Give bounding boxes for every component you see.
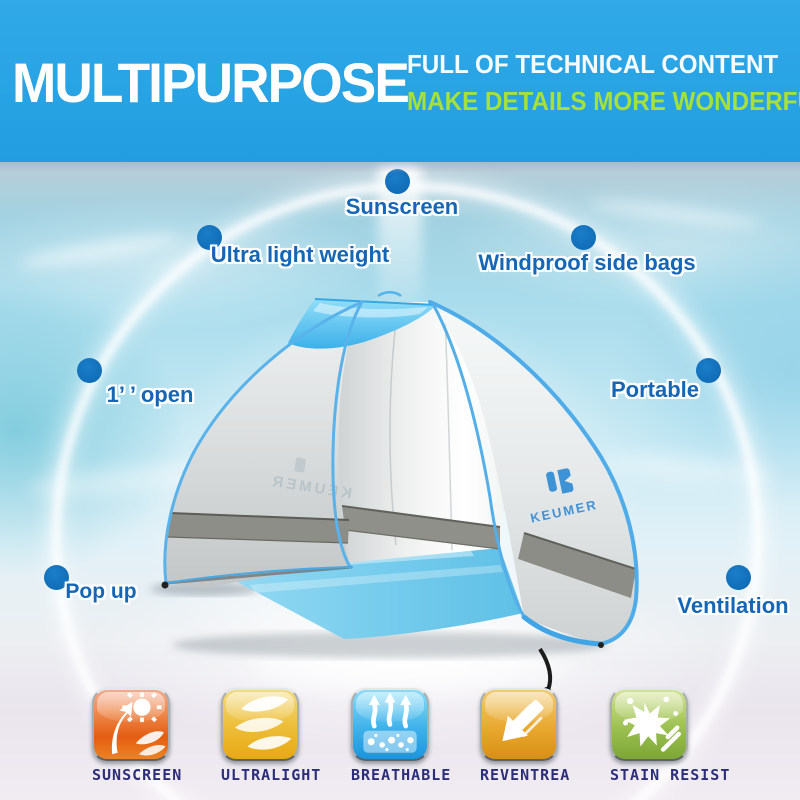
tent-blue-trim	[163, 300, 639, 647]
callout-windproof-side-bags: Windproof side bags	[478, 250, 696, 275]
tent-shadow	[150, 582, 608, 658]
portable-dot	[696, 358, 721, 383]
ventilation-dot	[726, 565, 751, 590]
tent-logo-showthrough	[294, 457, 306, 473]
windproof-side-bags-dot	[571, 225, 596, 250]
pop-up-dot	[44, 565, 69, 590]
banner-subtitles: FULL OF TECHNICAL CONTENT MAKE DETAILS M…	[407, 46, 800, 120]
banner-subtitle-2: MAKE DETAILS MORE WONDERFUL	[407, 86, 800, 116]
one-second-open-dot	[77, 358, 102, 383]
tent-inner-wall	[324, 302, 503, 563]
callout-sunscreen: Sunscreen	[345, 194, 459, 219]
banner-shadow-strip	[0, 162, 800, 173]
callout-portable: Portable	[610, 377, 700, 402]
header-banner: MULTIPURPOSE FULL OF TECHNICAL CONTENT M…	[0, 0, 800, 162]
ultra-light-weight-dot	[197, 225, 222, 250]
callout-pop-up: Pop up	[65, 580, 137, 603]
tent-canopy	[288, 291, 437, 349]
tent-right-panel: KEUMER	[430, 302, 637, 644]
callout-one-second-open: 1’ ’ open	[106, 382, 194, 407]
banner-title: MULTIPURPOSE	[12, 51, 410, 114]
callout-ultra-light-weight: Ultra light weight	[210, 242, 390, 267]
callout-ventilation: Ventilation	[677, 593, 789, 618]
sunscreen-dot	[385, 169, 410, 194]
tent-left-panel: KEUMER	[164, 302, 362, 588]
tent-illustration: KEUMER KEUMER	[150, 291, 639, 695]
banner-subtitle-1: FULL OF TECHNICAL CONTENT	[407, 49, 779, 79]
